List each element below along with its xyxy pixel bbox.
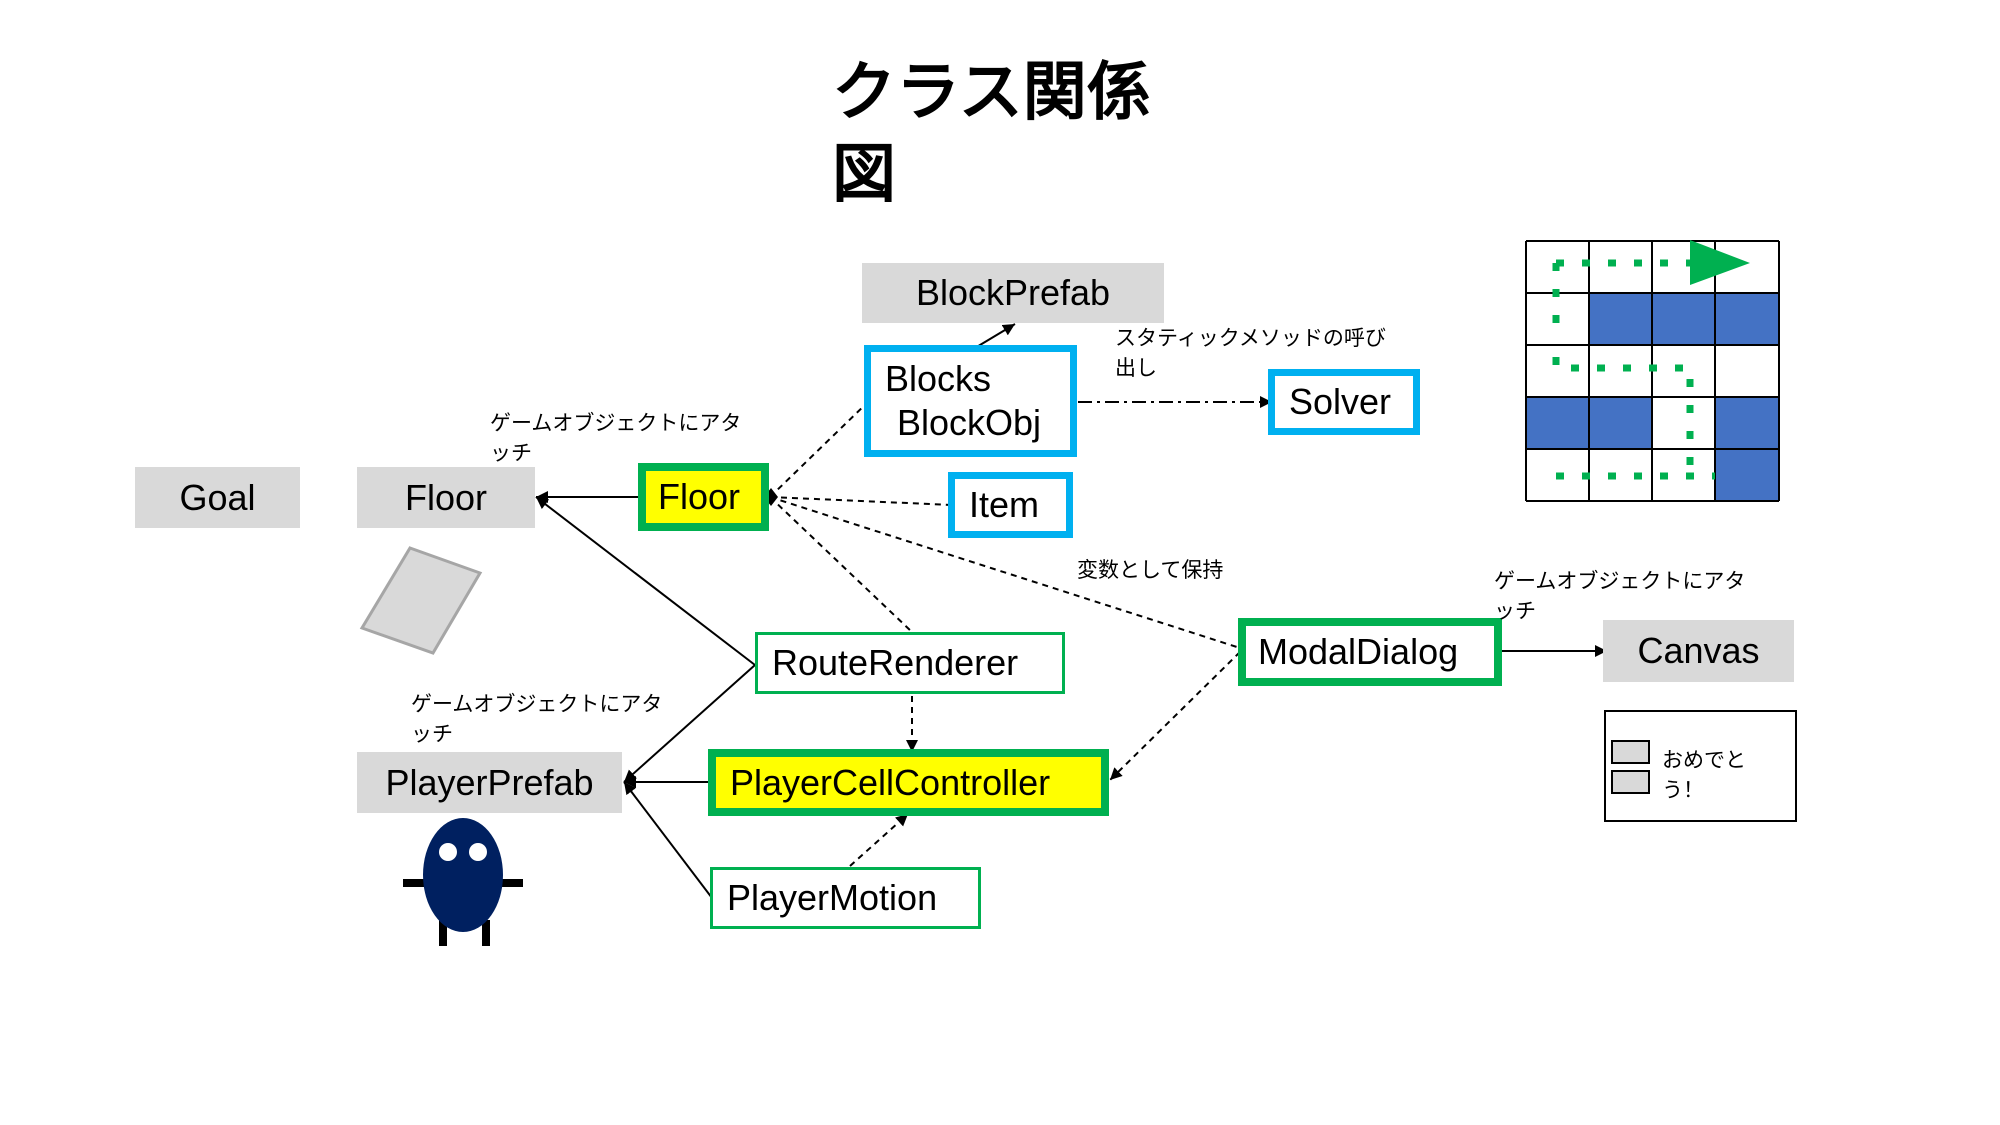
dialog-message-text: おめでとう！ [1662, 748, 1746, 802]
attach-note-floor: ゲームオブジェクトにアタッチ [490, 411, 742, 465]
attach-note-canvas: ゲームオブジェクトにアタッチ [1494, 569, 1746, 623]
modal-dialog-node: ModalDialog [1238, 618, 1502, 686]
floor-to-item-dashed [769, 496, 953, 506]
blockobj-class-label: BlockObj [897, 402, 1042, 443]
canvas-node: Canvas [1603, 620, 1794, 682]
player-character-image [403, 818, 523, 946]
player-cell-controller-node: PlayerCellController [708, 749, 1109, 816]
page-title: クラス関係図 [832, 56, 1151, 212]
route-to-floor-prefab-arrow [535, 496, 756, 666]
motion-to-player-prefab-arrow [623, 781, 713, 899]
item-class-node: Item [948, 472, 1073, 538]
route-to-player-prefab-arrow [623, 664, 756, 783]
player-motion-node: PlayerMotion [710, 867, 981, 929]
floor-tile-shape [359, 546, 483, 655]
route-goal-arrow [1690, 240, 1750, 285]
maze-grid-image [1525, 240, 1780, 502]
floor-to-dialog-dashed [769, 496, 1241, 649]
floor-prefab-node: Floor [357, 467, 535, 528]
blocks-to-block-prefab-arrow [974, 323, 1016, 349]
solver-class-node: Solver [1268, 369, 1420, 435]
floor-to-blocks-dashed [769, 399, 871, 498]
hold-variable-note: 変数として保持 [1077, 558, 1224, 582]
goal-node: Goal [135, 467, 300, 528]
static-call-note: スタティックメソッドの呼び出し [1115, 326, 1386, 380]
floor-to-route-dashed [769, 496, 913, 633]
attach-note-player: ゲームオブジェクトにアタッチ [411, 692, 663, 746]
block-prefab-node: BlockPrefab [862, 263, 1164, 323]
blocks-class-label: Blocks [885, 358, 992, 399]
dialog-to-controller-dashed [1109, 651, 1241, 781]
motion-to-controller-dashed [849, 813, 909, 867]
blocks-class-node: Blocks BlockObj [864, 345, 1077, 457]
dialog-mockup-image [1604, 710, 1797, 822]
floor-class-node: Floor [638, 463, 769, 531]
player-prefab-node: PlayerPrefab [357, 752, 622, 813]
route-renderer-node: RouteRenderer [755, 632, 1065, 694]
